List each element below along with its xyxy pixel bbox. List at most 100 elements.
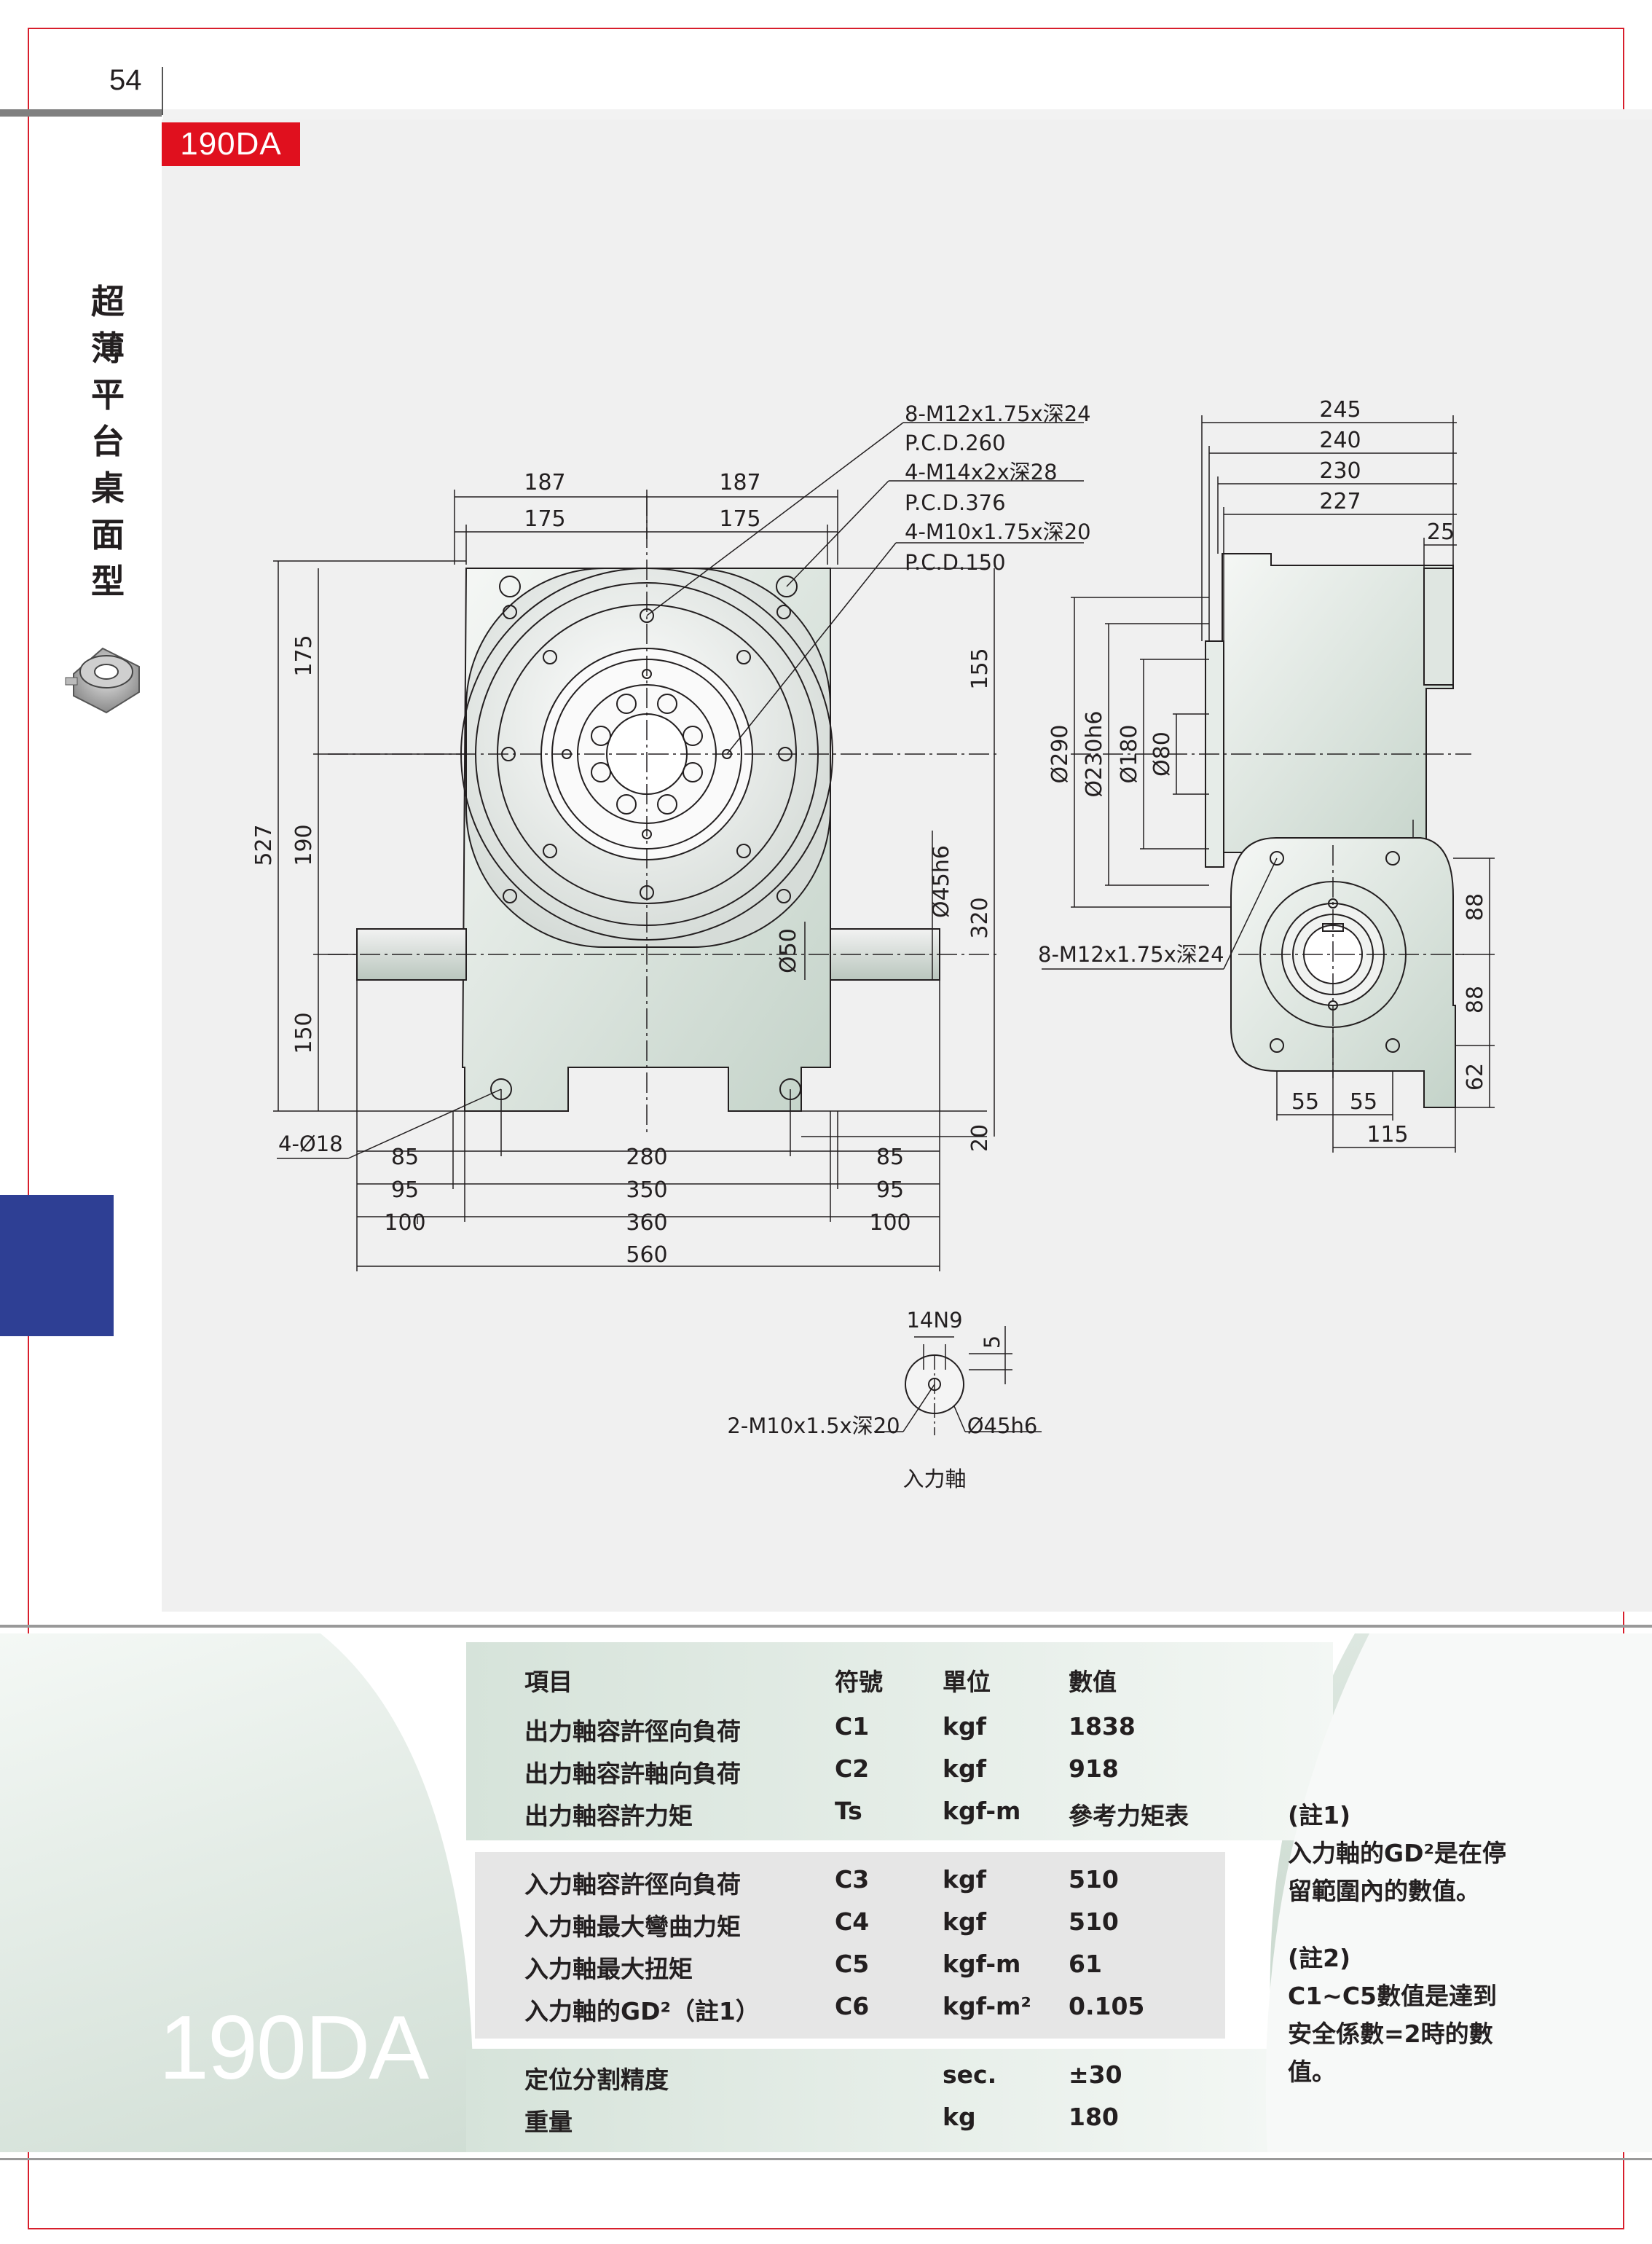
- category-title: 超薄平台桌面型: [91, 282, 125, 601]
- note-2-line-2: 安全係數=2時的數: [1288, 2020, 1493, 2048]
- dim-bottom-4: 95: [391, 1177, 419, 1203]
- row-unit: kgf: [943, 1865, 986, 1894]
- row-item: 定位分割精度: [524, 2066, 669, 2094]
- row-item: 入力軸最大扭矩: [524, 1955, 693, 1983]
- side-dia-3: Ø180: [1117, 725, 1142, 784]
- side-top-5: 25: [1427, 519, 1455, 545]
- separator-rule: [0, 1625, 1652, 1628]
- header-value: 數值: [1069, 1668, 1117, 1696]
- dim-bottom-10: 560: [626, 1242, 667, 1268]
- row-unit: kgf: [943, 1712, 986, 1741]
- row-value: 918: [1069, 1754, 1119, 1783]
- side-top-2: 240: [1319, 428, 1361, 453]
- dim-bottom-1: 85: [391, 1145, 419, 1170]
- technical-drawing: 187 187 175 175 85 280 85 95 350 95 100 …: [251, 397, 1495, 1491]
- note-2-line-3: 值。: [1288, 2057, 1336, 2086]
- row-unit: kgf-m²: [943, 1992, 1031, 2020]
- top-band: [163, 109, 1652, 119]
- row-symbol: C4: [835, 1907, 870, 1936]
- callout-2: P.C.D.260: [905, 431, 1006, 455]
- header-item: 項目: [524, 1668, 573, 1696]
- callout-1: 8-M12x1.75x深24: [905, 401, 1091, 426]
- dim-shaft-dia: Ø45h6: [929, 845, 954, 918]
- dim-left-4: 150: [291, 1012, 317, 1054]
- row-symbol: Ts: [835, 1797, 862, 1825]
- dim-top-2: 187: [719, 470, 760, 495]
- bottom-rule: [0, 2158, 1652, 2160]
- side-dia-1: Ø290: [1047, 725, 1073, 784]
- spec-table-background: [0, 1633, 1652, 2152]
- spec-model-title: 190DA: [159, 1998, 429, 2098]
- side-top-3: 230: [1319, 458, 1361, 484]
- note-1-line-1: 入力軸的GD²是在停: [1288, 1839, 1506, 1867]
- row-value: 510: [1069, 1865, 1119, 1894]
- callout-3: 4-M14x2x深28: [905, 460, 1058, 484]
- row-unit: kgf-m: [943, 1950, 1021, 1978]
- shaft-dia: Ø45h6: [967, 1413, 1038, 1438]
- dim-left-1: 527: [251, 824, 277, 866]
- row-symbol: C3: [835, 1865, 870, 1894]
- dim-bottom-6: 95: [876, 1177, 904, 1203]
- row-value: 510: [1069, 1907, 1119, 1936]
- dim-bottom-3: 85: [876, 1145, 904, 1170]
- row-symbol: C2: [835, 1754, 870, 1783]
- dim-right-1: 155: [967, 648, 993, 689]
- row-item: 出力軸容許徑向負荷: [524, 1717, 741, 1746]
- row-symbol: C1: [835, 1712, 870, 1741]
- page-number: 54: [109, 64, 142, 96]
- dim-bottom-2: 280: [626, 1145, 667, 1170]
- note-2-line-1: C1~C5數值是達到: [1288, 1982, 1498, 2010]
- row-value: ±30: [1069, 2060, 1122, 2089]
- row-value: 61: [1069, 1950, 1102, 1978]
- callout-5: 4-M10x1.75x深20: [905, 519, 1091, 544]
- shaft-depth: 5: [980, 1335, 1004, 1349]
- row-item: 出力軸容許力矩: [524, 1802, 693, 1830]
- dim-left-2: 175: [291, 635, 317, 676]
- side-bottom-2: 55: [1350, 1089, 1377, 1115]
- callout-4: P.C.D.376: [905, 490, 1006, 515]
- row-item: 出力軸容許軸向負荷: [524, 1760, 741, 1788]
- shaft-hole: 2-M10x1.5x深20: [727, 1413, 900, 1438]
- side-callout: 8-M12x1.75x深24: [1038, 942, 1224, 967]
- row-unit: sec.: [943, 2060, 997, 2089]
- row-unit: kgf-m: [943, 1797, 1021, 1825]
- dim-bottom-5: 350: [626, 1177, 667, 1203]
- dim-top-3: 175: [524, 506, 565, 532]
- note-2-title: (註2): [1288, 1944, 1351, 1972]
- side-right-2: 88: [1463, 986, 1488, 1013]
- callout-6: P.C.D.150: [905, 550, 1006, 575]
- side-right-1: 88: [1463, 893, 1488, 921]
- side-tab: [0, 1195, 114, 1336]
- dim-top-4: 175: [719, 506, 760, 532]
- dim-bottom-8: 360: [626, 1210, 667, 1236]
- row-unit: kgf: [943, 1907, 986, 1936]
- side-right-3: 62: [1463, 1063, 1488, 1091]
- row-item: 入力軸最大彎曲力矩: [524, 1912, 741, 1941]
- product-thumbnail-icon: [65, 647, 140, 714]
- dim-shaft-dia-2: Ø50: [776, 928, 801, 973]
- row-value: 參考力矩表: [1069, 1802, 1189, 1830]
- row-item: 重量: [524, 2108, 573, 2136]
- hole-note: 4-Ø18: [278, 1131, 343, 1156]
- side-dia-4: Ø80: [1149, 731, 1175, 777]
- model-tag: 190DA: [162, 122, 300, 166]
- row-item: 入力軸的GD²（註1）: [524, 1997, 760, 2025]
- page-number-rule: [0, 109, 162, 117]
- row-value: 180: [1069, 2103, 1119, 2131]
- row-value: 1838: [1069, 1712, 1136, 1741]
- side-top-4: 227: [1319, 489, 1361, 514]
- note-1-line-2: 留範圍內的數值。: [1288, 1877, 1480, 1905]
- side-dia-2: Ø230h6: [1082, 711, 1107, 798]
- side-bottom-1: 55: [1291, 1089, 1319, 1115]
- dim-right-2: 320: [967, 897, 993, 938]
- header-unit: 單位: [943, 1668, 991, 1696]
- side-bottom-3: 115: [1366, 1122, 1408, 1148]
- dim-top-1: 187: [524, 470, 565, 495]
- shaft-caption: 入力軸: [902, 1467, 966, 1491]
- header-symbol: 符號: [835, 1668, 883, 1696]
- dim-right-3: 20: [967, 1124, 993, 1152]
- dim-bottom-7: 100: [384, 1210, 425, 1236]
- page-number-divider: [162, 67, 163, 115]
- row-item: 入力軸容許徑向負荷: [524, 1870, 741, 1899]
- dim-bottom-9: 100: [869, 1210, 910, 1236]
